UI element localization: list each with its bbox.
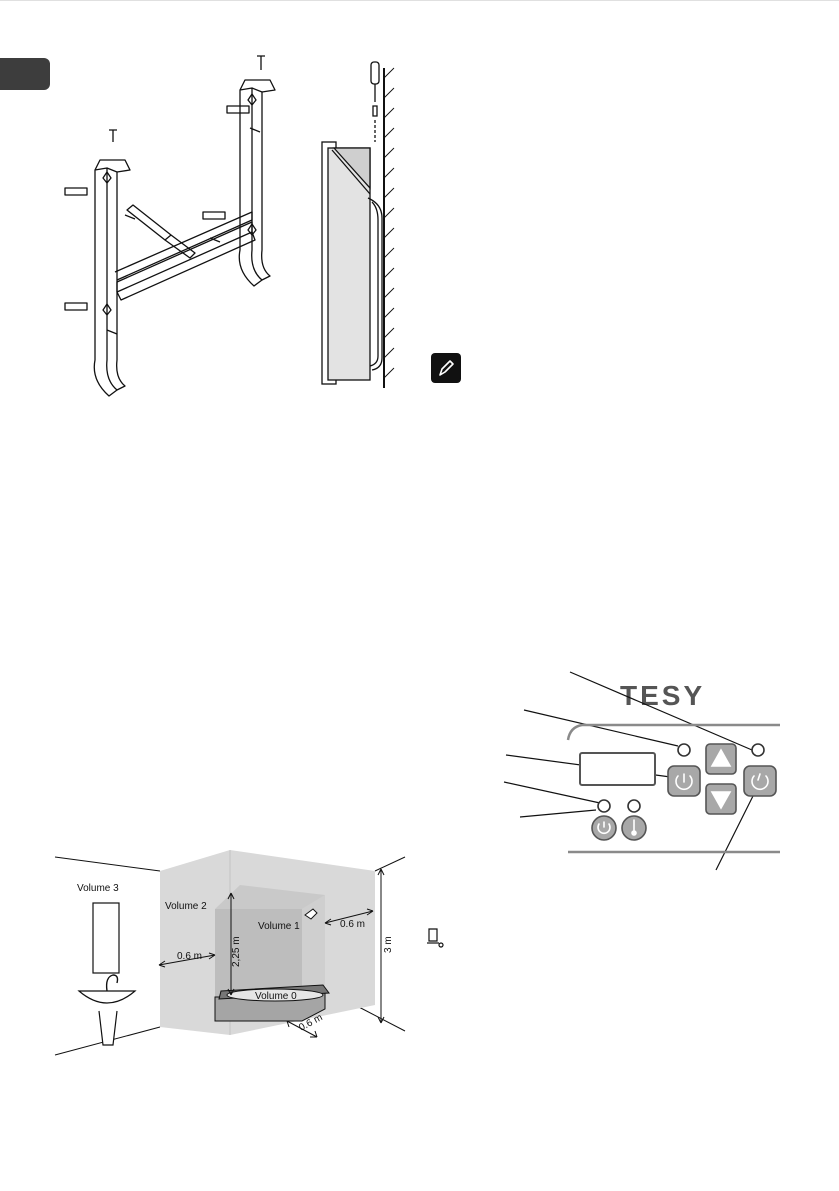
label-volume-2: Volume 2 xyxy=(165,901,207,912)
protection-class-icon xyxy=(427,928,444,948)
control-panel-figure xyxy=(503,671,780,871)
page-top-border xyxy=(0,0,839,1)
dim-right-zone: 0.6 m xyxy=(340,919,365,930)
dim-shower-height: 2,25 m xyxy=(231,936,242,967)
note-pencil-icon xyxy=(431,353,461,383)
bathroom-zones-diagram: Volume 3 Volume 2 Volume 1 Volume 0 0.6 … xyxy=(54,850,406,1056)
timer-button xyxy=(743,765,777,797)
label-volume-1: Volume 1 xyxy=(258,921,300,932)
language-tab[interactable] xyxy=(0,58,50,90)
dim-room-height: 3 m xyxy=(383,936,394,953)
tesy-logo: TESY xyxy=(620,680,706,711)
bracket-assembly-figure xyxy=(64,55,276,397)
side-view-mounting-figure xyxy=(321,61,395,388)
dim-left-zone: 0.6 m xyxy=(177,951,202,962)
eco-button xyxy=(591,815,617,841)
label-volume-3: Volume 3 xyxy=(77,883,119,894)
label-volume-0: Volume 0 xyxy=(255,991,297,1002)
